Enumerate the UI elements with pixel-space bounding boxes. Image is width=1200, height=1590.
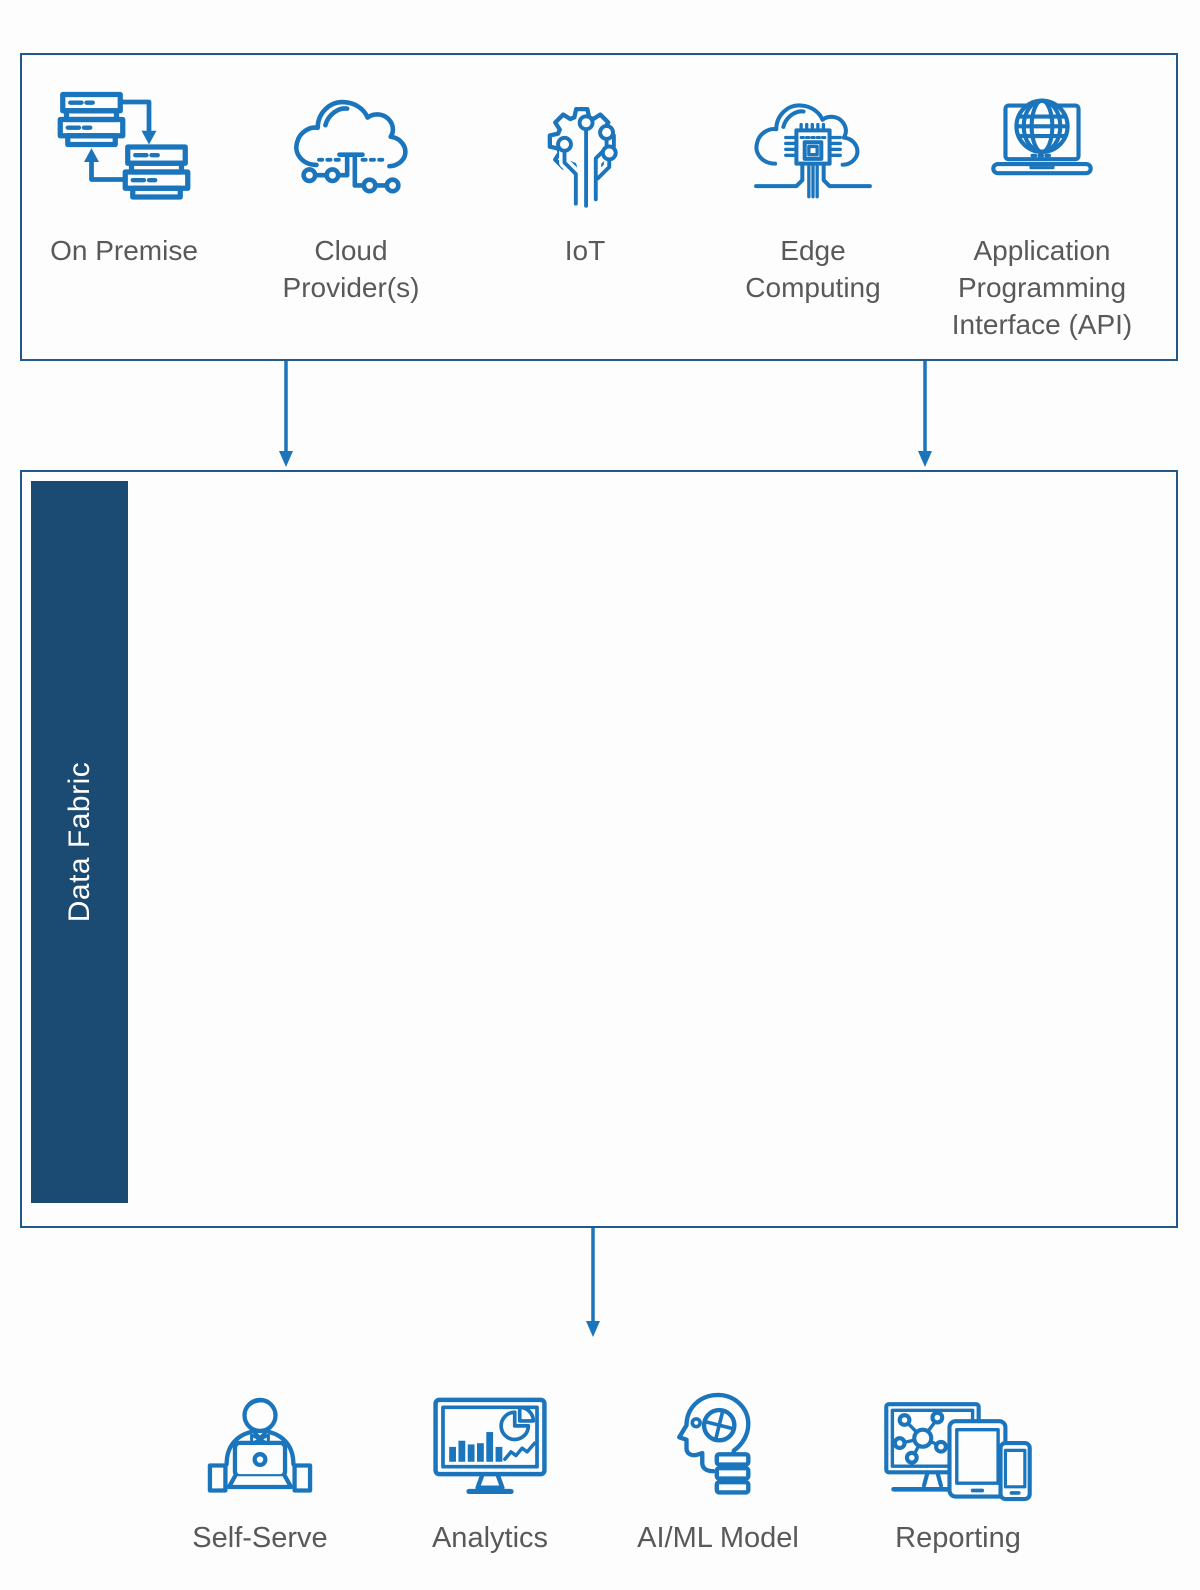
source-item-api: Application Programming Interface (API) xyxy=(927,85,1157,344)
self-serve-icon xyxy=(198,1378,322,1510)
source-label: On Premise xyxy=(50,235,198,266)
consumer-item-reporting: Reporting xyxy=(848,1378,1068,1555)
source-label: Cloud Provider(s) xyxy=(282,235,420,303)
arrow-sources-to-fabric-left xyxy=(279,361,293,467)
iot-icon xyxy=(531,85,639,209)
sources-box: On Premise Cloud Provider(s) xyxy=(20,53,1178,361)
source-item-iot: IoT xyxy=(485,85,685,270)
edge-computing-icon xyxy=(749,85,877,209)
source-item-edge-computing: Edge Computing xyxy=(713,85,913,307)
ai-ml-model-icon xyxy=(662,1378,774,1510)
arrow-fabric-to-consumers xyxy=(586,1228,600,1337)
arrow-sources-to-fabric-right xyxy=(918,361,932,467)
consumer-item-analytics: Analytics xyxy=(380,1378,600,1555)
consumer-label: Self-Serve xyxy=(192,1522,328,1554)
consumer-label: AI/ML Model xyxy=(637,1522,799,1554)
source-label: Application Programming Interface (API) xyxy=(951,235,1133,340)
consumer-item-self-serve: Self-Serve xyxy=(150,1378,370,1555)
consumer-label: Reporting xyxy=(895,1522,1021,1554)
data-fabric-bar: Data Fabric xyxy=(31,481,128,1203)
source-item-cloud-providers: Cloud Provider(s) xyxy=(251,85,451,307)
consumer-item-ai-ml-model: AI/ML Model xyxy=(608,1378,828,1555)
on-premise-icon xyxy=(54,85,194,209)
cloud-providers-icon xyxy=(287,85,415,209)
source-item-on-premise: On Premise xyxy=(24,85,224,270)
source-label: IoT xyxy=(564,235,606,266)
consumer-label: Analytics xyxy=(431,1522,549,1554)
data-fabric-box: Data Fabric xyxy=(20,470,1178,1228)
reporting-icon xyxy=(879,1378,1037,1510)
data-fabric-label: Data Fabric xyxy=(62,761,96,923)
source-label: Edge Computing xyxy=(745,235,881,303)
api-icon xyxy=(978,85,1106,209)
analytics-icon xyxy=(423,1378,557,1510)
